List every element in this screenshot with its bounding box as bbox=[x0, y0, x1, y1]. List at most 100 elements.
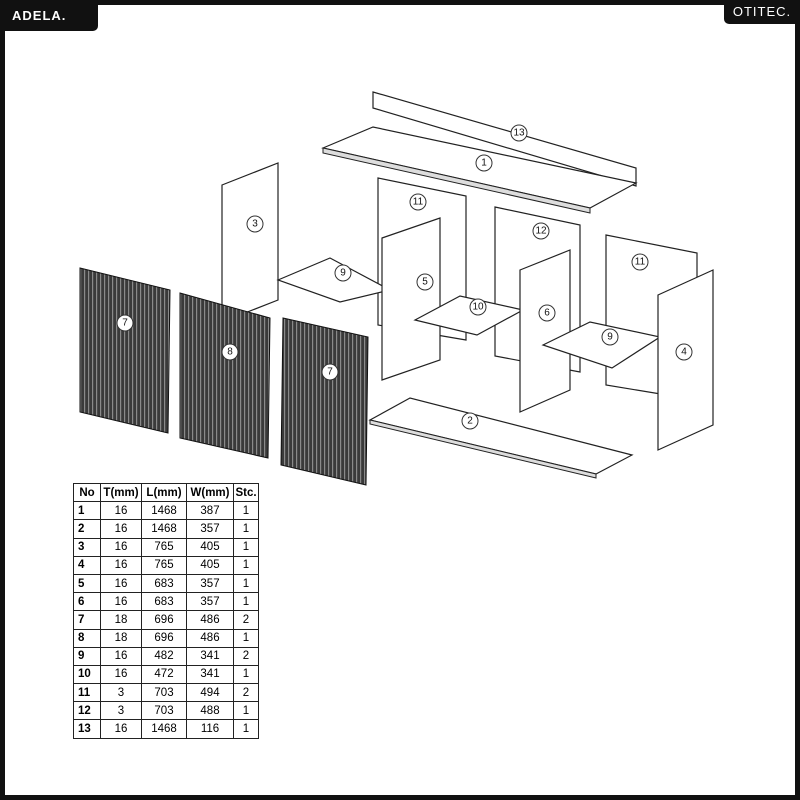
cell-length: 1468 bbox=[141, 519, 187, 539]
label-3: 3 bbox=[246, 215, 264, 233]
table-header-row: No T(mm) L(mm) W(mm) Stc. bbox=[73, 482, 259, 503]
col-width: W(mm) bbox=[186, 482, 234, 503]
cell-thickness: 16 bbox=[100, 592, 142, 612]
cell-width: 357 bbox=[186, 573, 234, 594]
cell-quantity: 1 bbox=[233, 701, 259, 721]
cell-thickness: 16 bbox=[100, 719, 142, 739]
label-2: 2 bbox=[461, 412, 479, 430]
label-12: 12 bbox=[532, 222, 550, 240]
svg-text:9: 9 bbox=[607, 332, 613, 343]
svg-text:6: 6 bbox=[544, 308, 550, 319]
brand-otitec: OTITEC. bbox=[724, 0, 800, 24]
label-9-right: 9 bbox=[601, 328, 619, 346]
cell-width: 357 bbox=[186, 519, 234, 539]
label-7-right: 7 bbox=[321, 363, 339, 381]
part-8-front-middle bbox=[179, 292, 271, 459]
svg-text:2: 2 bbox=[467, 416, 473, 427]
cell-width: 405 bbox=[186, 537, 234, 557]
part-13-back-strip bbox=[372, 91, 637, 187]
cell-width: 341 bbox=[186, 664, 234, 685]
cell-thickness: 18 bbox=[100, 610, 142, 630]
cell-quantity: 1 bbox=[233, 501, 259, 521]
cell-thickness: 18 bbox=[100, 628, 142, 648]
cell-no: 6 bbox=[73, 592, 101, 612]
cell-thickness: 16 bbox=[100, 573, 142, 594]
svg-text:5: 5 bbox=[422, 277, 428, 288]
cell-no: 5 bbox=[73, 573, 101, 594]
cell-no: 10 bbox=[73, 664, 101, 685]
svg-text:13: 13 bbox=[513, 128, 525, 139]
cell-length: 703 bbox=[141, 701, 187, 721]
cell-quantity: 1 bbox=[233, 573, 259, 594]
cell-thickness: 16 bbox=[100, 501, 142, 521]
part-7-front-left bbox=[79, 267, 171, 434]
cell-quantity: 1 bbox=[233, 719, 259, 739]
svg-text:1: 1 bbox=[481, 158, 487, 169]
cell-thickness: 16 bbox=[100, 646, 142, 666]
cell-quantity: 1 bbox=[233, 592, 259, 612]
cell-length: 482 bbox=[141, 646, 187, 666]
label-4: 4 bbox=[675, 343, 693, 361]
cell-quantity: 2 bbox=[233, 683, 259, 703]
part-9-shelf-left bbox=[276, 257, 392, 303]
cell-quantity: 1 bbox=[233, 628, 259, 648]
cell-no: 2 bbox=[73, 519, 101, 539]
cell-width: 488 bbox=[186, 701, 234, 721]
cell-length: 683 bbox=[141, 573, 187, 594]
part-3-left-side bbox=[221, 162, 279, 323]
label-6: 6 bbox=[538, 304, 556, 322]
cell-width: 494 bbox=[186, 683, 234, 703]
cell-length: 683 bbox=[141, 592, 187, 612]
cell-width: 387 bbox=[186, 501, 234, 521]
label-11-left: 11 bbox=[409, 193, 427, 211]
svg-text:10: 10 bbox=[472, 302, 484, 313]
cell-length: 765 bbox=[141, 555, 187, 575]
label-7-left: 7 bbox=[116, 314, 134, 332]
col-quantity: Stc. bbox=[233, 482, 259, 503]
cell-quantity: 1 bbox=[233, 519, 259, 539]
svg-text:3: 3 bbox=[252, 219, 258, 230]
part-7-front-right bbox=[280, 317, 369, 486]
label-11-right: 11 bbox=[631, 253, 649, 271]
svg-text:4: 4 bbox=[681, 347, 687, 358]
cell-thickness: 16 bbox=[100, 519, 142, 539]
svg-text:7: 7 bbox=[122, 318, 128, 329]
part-5-divider bbox=[381, 217, 441, 381]
cell-quantity: 1 bbox=[233, 664, 259, 685]
cell-thickness: 3 bbox=[100, 701, 142, 721]
svg-text:9: 9 bbox=[340, 268, 346, 279]
cell-width: 357 bbox=[186, 592, 234, 612]
cell-thickness: 3 bbox=[100, 683, 142, 703]
cell-width: 486 bbox=[186, 610, 234, 630]
cell-no: 12 bbox=[73, 701, 101, 721]
cell-width: 341 bbox=[186, 646, 234, 666]
cell-no: 3 bbox=[73, 537, 101, 557]
cell-width: 116 bbox=[186, 719, 234, 739]
label-5: 5 bbox=[416, 273, 434, 291]
cell-quantity: 1 bbox=[233, 537, 259, 557]
cell-no: 11 bbox=[73, 683, 101, 703]
label-13: 13 bbox=[510, 124, 528, 142]
part-6-divider bbox=[519, 249, 571, 413]
label-10: 10 bbox=[469, 298, 487, 316]
cell-width: 405 bbox=[186, 555, 234, 575]
svg-text:8: 8 bbox=[227, 347, 233, 358]
svg-text:11: 11 bbox=[413, 197, 424, 208]
col-no: No bbox=[73, 482, 101, 503]
cell-no: 4 bbox=[73, 555, 101, 575]
